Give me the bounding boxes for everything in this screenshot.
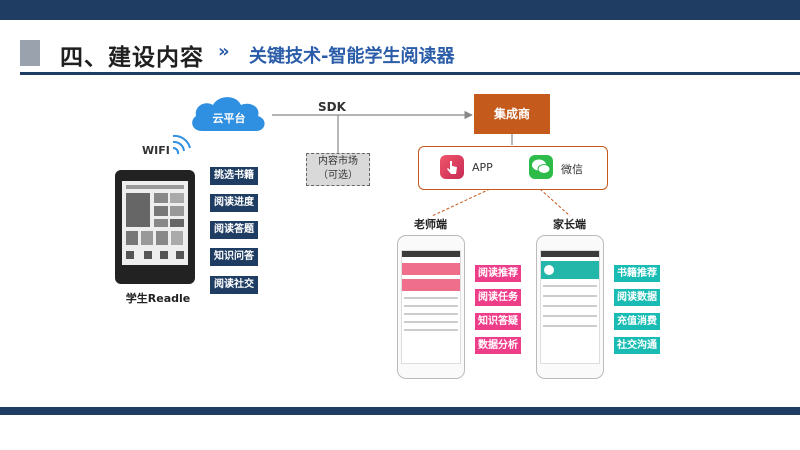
title-rule: [20, 72, 800, 75]
wechat-label: 微信: [561, 163, 583, 176]
parent-feature-3: 充值消费: [614, 313, 660, 330]
wechat-icon: [529, 155, 553, 179]
reader-feature-3: 阅读答题: [210, 221, 258, 239]
reader-feature-2: 阅读进度: [210, 194, 258, 212]
wifi-label: WIFI: [142, 144, 170, 157]
cloud-platform-label: 云平台: [212, 112, 246, 125]
reader-feature-1: 挑选书籍: [210, 167, 258, 185]
app-label: APP: [472, 161, 493, 174]
teacher-feature-2: 阅读任务: [475, 289, 521, 306]
page-subtitle: 关键技术-智能学生阅读器: [249, 46, 455, 67]
reader-feature-5: 阅读社交: [210, 276, 258, 294]
reader-label: 学生Readle: [125, 292, 191, 305]
wifi-icon: [172, 134, 191, 155]
sdk-label: SDK: [318, 100, 346, 114]
parent-feature-4: 社交沟通: [614, 337, 660, 354]
parent-label: 家长端: [553, 218, 586, 231]
teacher-dash: [431, 188, 491, 217]
teacher-feature-1: 阅读推荐: [475, 265, 521, 282]
content-market-box: 内容市场 （可选）: [306, 153, 370, 186]
integrator-box: 集成商: [474, 94, 550, 134]
teacher-label: 老师端: [414, 218, 447, 231]
parent-feature-2: 阅读数据: [614, 289, 660, 306]
parent-phone-screen: [540, 250, 600, 364]
market-line1: 内容市场: [318, 156, 358, 167]
teacher-phone-screen: [401, 250, 461, 364]
teacher-feature-4: 数据分析: [475, 337, 521, 354]
title-arrow-icon: »: [218, 41, 230, 62]
teacher-feature-3: 知识答疑: [475, 313, 521, 330]
parent-dash: [539, 188, 571, 217]
page-title: 四、建设内容: [60, 45, 204, 71]
bottom-bar: [0, 407, 800, 415]
title-marker: [20, 40, 40, 66]
top-bar: [0, 0, 800, 20]
market-line2: （可选）: [318, 170, 358, 181]
reader-feature-4: 知识问答: [210, 248, 258, 266]
parent-feature-1: 书籍推荐: [614, 265, 660, 282]
e-reader-screen: [122, 181, 188, 265]
cloud-icon: [192, 97, 265, 131]
app-icon: [440, 155, 464, 179]
